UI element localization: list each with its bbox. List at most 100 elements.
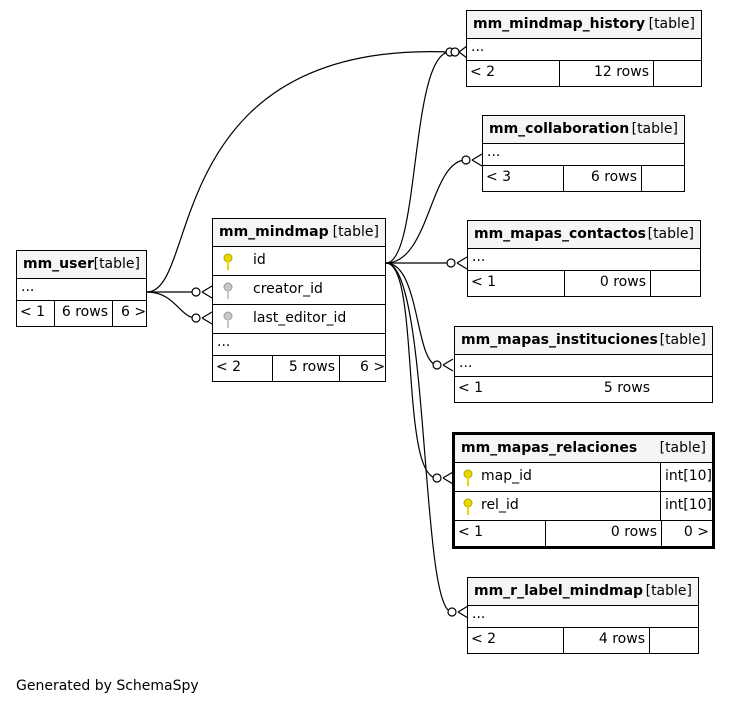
crowfoot-mark [456,256,468,270]
edge-mindmap-label [385,262,453,613]
children-count [650,271,700,296]
edge-end-circle [432,473,442,483]
table-header: mm_mapas_contactos [table] [468,221,700,249]
table-name: mm_r_label_mindmap [474,583,644,599]
column-name: last_editor_id [253,310,347,326]
edge-user-lasteditor [146,291,197,319]
table-kind: [table] [648,16,695,32]
edge-user-history [146,51,451,293]
table-mm-mapas-relaciones[interactable]: mm_mapas_relaciones [table] map_id int[1… [452,432,715,549]
crowfoot-mark [201,311,213,325]
table-mm-mapas-instituciones[interactable]: mm_mapas_instituciones [table] ... < 1 5… [454,326,713,403]
table-name: mm_mindmap [219,224,329,240]
row-count: 0 rows [545,521,661,546]
column-name: id [253,252,266,268]
table-header: mm_mapas_instituciones [table] [455,327,712,355]
column-name: map_id [481,468,532,484]
column-row[interactable]: creator_id [213,276,385,305]
table-footer: < 2 12 rows [467,61,701,86]
row-count: 6 rows [563,166,641,191]
children-count: 6 > [339,356,387,381]
edge-end-circle [450,47,460,57]
parents-count: < 2 [471,631,497,647]
children-count [641,166,685,191]
edge-mindmap-instituciones [385,262,438,366]
table-footer: < 2 4 rows [468,628,698,653]
children-count [649,628,699,653]
table-mm-r-label-mindmap[interactable]: mm_r_label_mindmap [table] ... < 2 4 row… [467,577,699,654]
table-header: mm_collaboration [table] [483,116,684,144]
crowfoot-mark [458,45,468,59]
table-kind: [table] [332,224,379,240]
table-footer: < 3 6 rows [483,166,684,191]
ellipsis-row: ... [467,39,701,61]
table-footer: < 2 5 rows 6 > [213,356,385,381]
edge-end-circle [446,258,456,268]
row-count: 5 rows [272,356,339,381]
table-name: mm_mapas_instituciones [461,332,658,348]
table-name: mm_collaboration [489,121,630,137]
table-footer: < 1 0 rows 0 > [455,521,712,546]
column-type: int[10] [660,492,712,520]
column-row[interactable]: id [213,247,385,276]
crowfoot-mark [201,285,213,299]
ellipsis-row: ... [213,334,385,356]
column-row[interactable]: map_id int[10] [455,463,712,492]
ellipsis-row: ... [483,144,684,166]
table-kind: [table] [647,226,694,242]
row-count: 12 rows [559,61,653,86]
column-name: creator_id [253,281,323,297]
edge-end-circle [191,287,201,297]
table-mm-mindmap-history[interactable]: mm_mindmap_history [table] ... < 2 12 ro… [466,10,702,87]
table-name: mm_mindmap_history [473,16,646,32]
ellipsis-row: ... [455,355,712,377]
row-count: 5 rows [603,380,650,396]
children-count [654,377,712,402]
row-count: 6 rows [54,301,112,326]
table-header: mm_mindmap [table] [213,219,385,247]
ellipsis-row: ... [468,249,700,271]
foreign-key-icon [223,311,233,333]
edge-mindmap-collaboration [385,159,467,264]
primary-key-icon [223,253,233,275]
table-name: mm_mapas_relaciones [461,440,638,456]
table-mm-mindmap[interactable]: mm_mindmap [table] id creator_id last_ed… [212,218,386,382]
table-kind: [table] [659,332,706,348]
table-mm-collaboration[interactable]: mm_collaboration [table] ... < 3 6 rows [482,115,685,192]
table-kind: [table] [659,440,706,456]
parents-count: < 2 [216,359,242,375]
edge-end-circle [447,607,457,617]
column-name: rel_id [481,497,519,513]
edge-end-circle [461,155,471,165]
parents-count: < 1 [471,274,497,290]
edge-mindmap-history [385,51,451,264]
edge-end-circle [432,360,442,370]
crowfoot-mark [471,153,483,167]
children-count: 0 > [661,521,713,546]
children-count [653,61,701,86]
parents-count: < 1 [458,524,484,540]
row-count: 4 rows [563,628,649,653]
primary-key-icon [463,469,473,491]
table-name: mm_user [23,256,94,272]
table-header: mm_mapas_relaciones [table] [455,435,712,463]
crowfoot-mark [442,358,454,372]
table-footer: < 1 5 rows [455,377,712,402]
table-mm-mapas-contactos[interactable]: mm_mapas_contactos [table] ... < 1 0 row… [467,220,701,297]
edge-end-circle [191,313,201,323]
parents-count: < 3 [486,169,512,185]
table-mm-user[interactable]: mm_user [table] ... < 1 6 rows 6 > [16,250,147,327]
row-count: 0 rows [564,271,650,296]
table-kind: [table] [93,256,140,272]
column-type: int[10] [660,463,712,491]
primary-key-icon [463,498,473,520]
column-row[interactable]: last_editor_id [213,305,385,334]
parents-count: < 1 [20,304,46,320]
table-header: mm_mindmap_history [table] [467,11,701,39]
crowfoot-mark [442,471,454,485]
table-name: mm_mapas_contactos [474,226,646,242]
column-row[interactable]: rel_id int[10] [455,492,712,521]
ellipsis-row: ... [468,606,698,628]
parents-count: < 2 [470,64,496,80]
